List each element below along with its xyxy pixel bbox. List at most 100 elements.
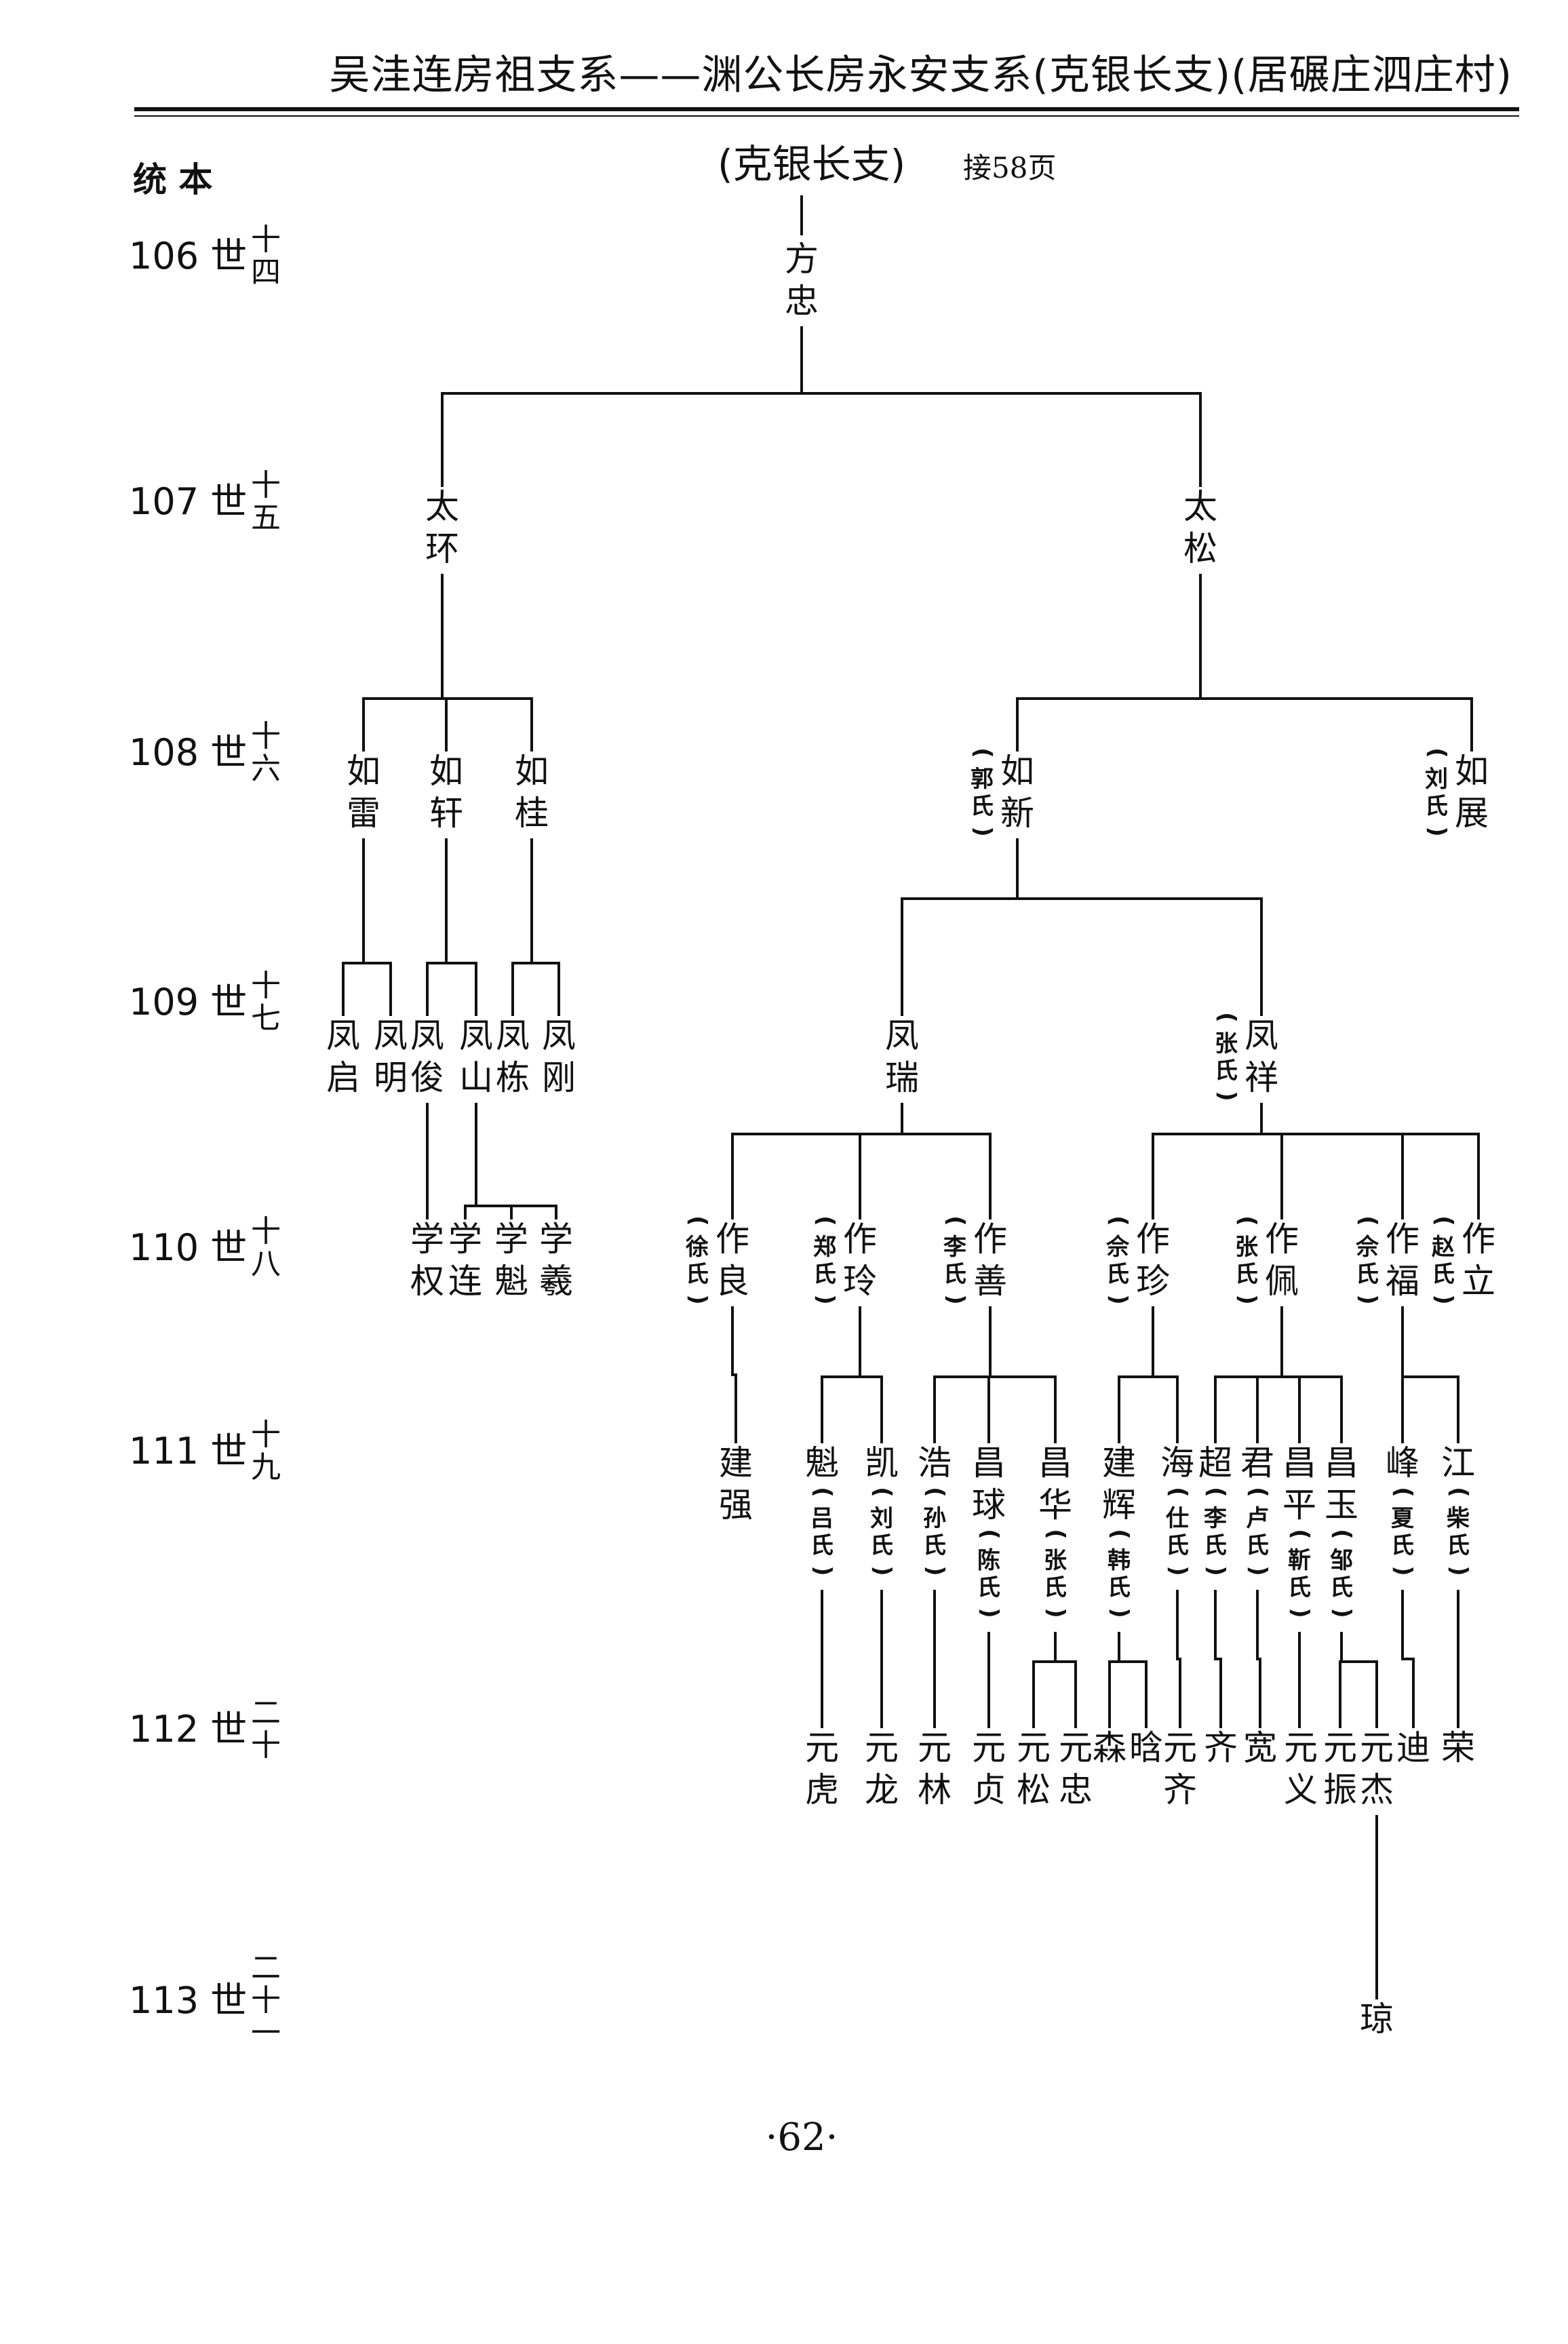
person-qi: 齐	[1204, 1728, 1238, 1767]
person-name-char: 作	[1462, 1219, 1495, 1259]
person-zuozhen: 作珍(佘氏)	[1105, 1215, 1170, 1305]
person-name-char: 雷	[347, 794, 380, 833]
page-number: ·62·	[766, 2115, 838, 2160]
person-name-char: 昌	[1325, 1443, 1358, 1483]
person-name-char: 作	[973, 1219, 1007, 1259]
spouse-paren: )	[1202, 1565, 1230, 1576]
person-name-char: 昌	[972, 1443, 1006, 1483]
spouse-paren: (	[1354, 1215, 1381, 1226]
spouse-char: 氏	[1391, 1532, 1414, 1559]
person-yuanzhen2: 元振	[1323, 1728, 1357, 1810]
spouse-char: 卢	[1246, 1505, 1269, 1532]
person-name-char: 凤	[496, 1016, 530, 1055]
person-name-char: 凤	[326, 1016, 360, 1055]
spouse-char: 张	[1235, 1234, 1258, 1261]
spouse-char: 氏	[1330, 1574, 1353, 1601]
generation-cn-char: 十	[251, 1728, 281, 1763]
person-name-char: 俊	[410, 1058, 444, 1097]
spouse-char: 氏	[943, 1261, 966, 1288]
person-name-char: 江	[1441, 1443, 1475, 1483]
person-rugui: 如桂	[515, 751, 549, 833]
person-name-char: 海	[1160, 1443, 1194, 1483]
spouse-paren: )	[976, 1607, 1003, 1618]
spouse-char: 氏	[870, 1532, 893, 1559]
person-name-char: 凯	[865, 1443, 899, 1483]
person-name-char: 启	[326, 1058, 360, 1097]
person-name-char: 如	[429, 751, 463, 791]
person-name-char: 珍	[1136, 1262, 1170, 1301]
person-xuelian: 学连	[448, 1219, 482, 1301]
generation-cn-char: 六	[251, 751, 281, 786]
person-ruxuan: 如轩	[429, 751, 463, 833]
person-taisong: 太松	[1183, 487, 1217, 568]
person-name-char: 元	[805, 1728, 839, 1767]
generation-number: 110 世	[129, 1226, 247, 1269]
person-zuoling: 作玲(郑氏)	[812, 1215, 877, 1305]
generation-number: 109 世	[129, 981, 247, 1023]
person-chao: 超(李氏)	[1198, 1443, 1232, 1576]
person-name-char: 作	[843, 1219, 877, 1259]
generation-cn-char: 二	[251, 1696, 281, 1730]
person-name-char: 学	[494, 1219, 528, 1259]
person-kai: 凯(刘氏)	[865, 1443, 899, 1576]
generation-cn-char: 十	[251, 1214, 281, 1249]
spouse-char: 邹	[1330, 1547, 1353, 1574]
person-changqiu: 昌球(陈氏)	[972, 1443, 1006, 1618]
person-name-char: 连	[448, 1262, 482, 1301]
spouse-paren: )	[942, 1294, 969, 1305]
person-name-char: 松	[1183, 529, 1217, 568]
spouse-paren: )	[869, 1565, 896, 1576]
person-name-char: 元	[972, 1728, 1006, 1767]
person-name-char: 凤	[459, 1016, 493, 1055]
person-name-char: 建	[1102, 1443, 1136, 1483]
page-header-title: 吴洼连房祖支系——渊公长房永安支系(克银长支)(居碾庄泗庄村)	[329, 52, 1512, 99]
person-name-char: 栋	[496, 1058, 530, 1097]
generation-cn-char: 十	[251, 1418, 281, 1452]
person-yuanhu: 元虎	[805, 1728, 839, 1810]
spouse-char: 佘	[1105, 1234, 1130, 1261]
spouse-char: 氏	[1108, 1574, 1131, 1601]
person-name-char: 学	[448, 1219, 482, 1259]
person-feng: 峰(夏氏)	[1386, 1443, 1419, 1576]
spouse-paren: (	[809, 1487, 836, 1498]
generation-cn-char: 十	[251, 969, 281, 1003]
person-name-char: 凤	[885, 1016, 919, 1055]
person-xuexi: 学羲	[539, 1219, 573, 1301]
spouse-paren: )	[1390, 1565, 1417, 1576]
spouse-paren: (	[969, 747, 996, 758]
generation-cn-char: 四	[251, 255, 281, 290]
person-name-char: 太	[425, 487, 459, 526]
person-rong: 荣	[1441, 1728, 1475, 1767]
spouse-paren: )	[1106, 1607, 1133, 1618]
person-ruzhan: 如展(刘氏)	[1424, 747, 1489, 837]
person-yuanyi: 元义	[1284, 1728, 1318, 1810]
spouse-paren: (	[684, 1215, 711, 1226]
person-yuanlong: 元龙	[865, 1728, 899, 1810]
generation-number: 113 世	[129, 1979, 247, 2022]
generation-number: 107 世	[129, 480, 247, 523]
person-fengjun: 凤俊	[410, 1016, 444, 1097]
spouse-paren: (	[976, 1529, 1003, 1540]
spouse-paren: (	[1213, 1012, 1240, 1023]
person-name-char: 作	[1265, 1219, 1299, 1259]
person-xuequan: 学权	[410, 1219, 444, 1301]
person-name-char: 魁	[805, 1443, 839, 1483]
generation-cn-char: 十	[251, 719, 281, 754]
spouse-char: 靳	[1288, 1547, 1311, 1574]
person-han: 晗	[1129, 1728, 1163, 1767]
person-name-char: 辉	[1102, 1485, 1136, 1525]
person-fangzhong: 方忠	[785, 239, 819, 321]
person-name-char: 作	[716, 1219, 749, 1259]
continue-note: 接58页	[963, 151, 1056, 184]
person-name-char: 超	[1198, 1443, 1232, 1483]
spouse-paren: (	[1106, 1529, 1133, 1540]
generation-number: 106 世	[129, 235, 247, 277]
spouse-char: 郑	[813, 1234, 836, 1261]
person-name-char: 建	[719, 1443, 753, 1483]
spouse-char: 氏	[1215, 1057, 1238, 1085]
person-name-char: 刚	[542, 1058, 576, 1097]
spouse-paren: (	[1287, 1529, 1314, 1540]
person-yuansong: 元松	[1017, 1728, 1051, 1810]
person-hao: 浩(孙氏)	[918, 1443, 952, 1576]
